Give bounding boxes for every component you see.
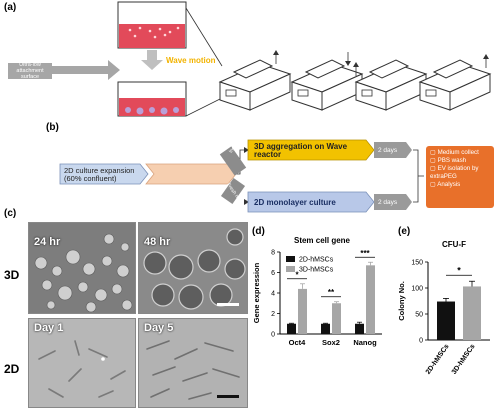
surface-label: Ultra-low attachment surface: [8, 62, 52, 80]
medium-top: [119, 24, 185, 48]
rocker-1: [218, 50, 292, 111]
label-day5: Day 5: [144, 322, 174, 334]
y-tick-label: 4: [271, 291, 275, 298]
y-tick-label: 0: [271, 332, 275, 339]
category-label: Oct4: [289, 338, 307, 347]
rocker-4: [418, 54, 492, 111]
category-label: Sox2: [322, 338, 340, 347]
days-arrow-bottom: [374, 194, 412, 210]
panel-b-label: (b): [46, 122, 59, 133]
days-arrow-top: [374, 142, 412, 158]
step-item: ▢ EV isolation by extraPEG: [430, 165, 479, 181]
steps-list: ▢ Medium collect ▢ PBS wash ▢ EV isolati…: [430, 149, 494, 189]
panel-e-label: (e): [398, 226, 411, 237]
y-tick-label: 8: [271, 250, 275, 257]
aggregation-label: 3D aggregation on Wave reactor: [254, 141, 348, 159]
bar: [437, 301, 455, 340]
right-arrow-icon: [52, 60, 120, 80]
y-tick-label: 6: [271, 270, 275, 277]
panel-d-label: (d): [252, 226, 265, 237]
days-top-label: 2 days: [378, 146, 398, 154]
bar: [332, 303, 341, 334]
bar: [321, 323, 330, 334]
label-day1: Day 1: [34, 322, 64, 334]
monolayer-arrow: [247, 191, 375, 213]
bar: [287, 323, 296, 334]
significance-marker: *: [295, 270, 299, 279]
bar: [366, 265, 375, 334]
expansion-label: 2D culture expansion (60% confluent): [64, 166, 135, 183]
category-label: 2D-hMSCs: [425, 343, 451, 376]
down-arrow-icon: [141, 50, 163, 70]
legend-label: 2D-hMSCs: [299, 257, 334, 264]
y-tick-label: 2: [271, 311, 275, 318]
rocker-3: [353, 59, 428, 111]
y-tick-label: 150: [411, 260, 423, 267]
monolayer-label: 2D monolayer culture: [254, 197, 336, 207]
chart-e-title: CFU-F: [442, 240, 466, 249]
y-axis-label: Gene expression: [252, 262, 261, 323]
expansion-arrow: [59, 163, 149, 185]
bar: [463, 286, 481, 340]
bar: [355, 323, 364, 334]
steps-box: [426, 146, 494, 208]
y-axis-label: Colony No.: [397, 281, 406, 321]
step-item: ▢ Medium collect: [430, 149, 479, 156]
category-label: 3D-hMSCs: [451, 343, 477, 376]
days-bottom-label: 2 days: [378, 198, 398, 206]
panel-a-illustration: [52, 1, 492, 117]
bar: [298, 288, 307, 334]
legend-label: 3D-hMSCs: [299, 267, 334, 274]
legend-swatch: [286, 256, 295, 262]
rocker-2: [290, 52, 364, 111]
label-24hr: 24 hr: [34, 236, 61, 248]
panel-a-label: (a): [4, 2, 17, 13]
micrograph-3d-24hr: [28, 222, 136, 314]
row-2d-label: 2D: [4, 362, 20, 376]
category-label: Nanog: [353, 338, 377, 347]
micrograph-2d-day5: [138, 318, 248, 408]
step-item: ▢ PBS wash: [430, 157, 467, 165]
row-3d-label: 3D: [4, 268, 20, 282]
chart-d-title: Stem cell gene: [293, 236, 351, 245]
micrograph-2d-day1: [28, 318, 136, 408]
aggregation-arrow: [247, 139, 375, 161]
significance-marker: ***: [360, 249, 370, 258]
label-48hr: 48 hr: [144, 236, 171, 248]
y-tick-label: 0: [419, 338, 423, 345]
significance-marker: **: [328, 288, 335, 297]
y-tick-label: 50: [415, 312, 423, 319]
step-item: ▢ Analysis: [430, 181, 461, 189]
legend-swatch: [286, 266, 295, 272]
panel-b-flow: [59, 139, 494, 213]
significance-marker: *: [457, 266, 461, 276]
wave-motion-label: Wave motion: [166, 56, 216, 65]
micrograph-3d-48hr: [138, 222, 248, 314]
evfree-label: [160, 166, 226, 184]
panel-c-label: (c): [4, 208, 17, 219]
y-tick-label: 100: [411, 286, 423, 293]
